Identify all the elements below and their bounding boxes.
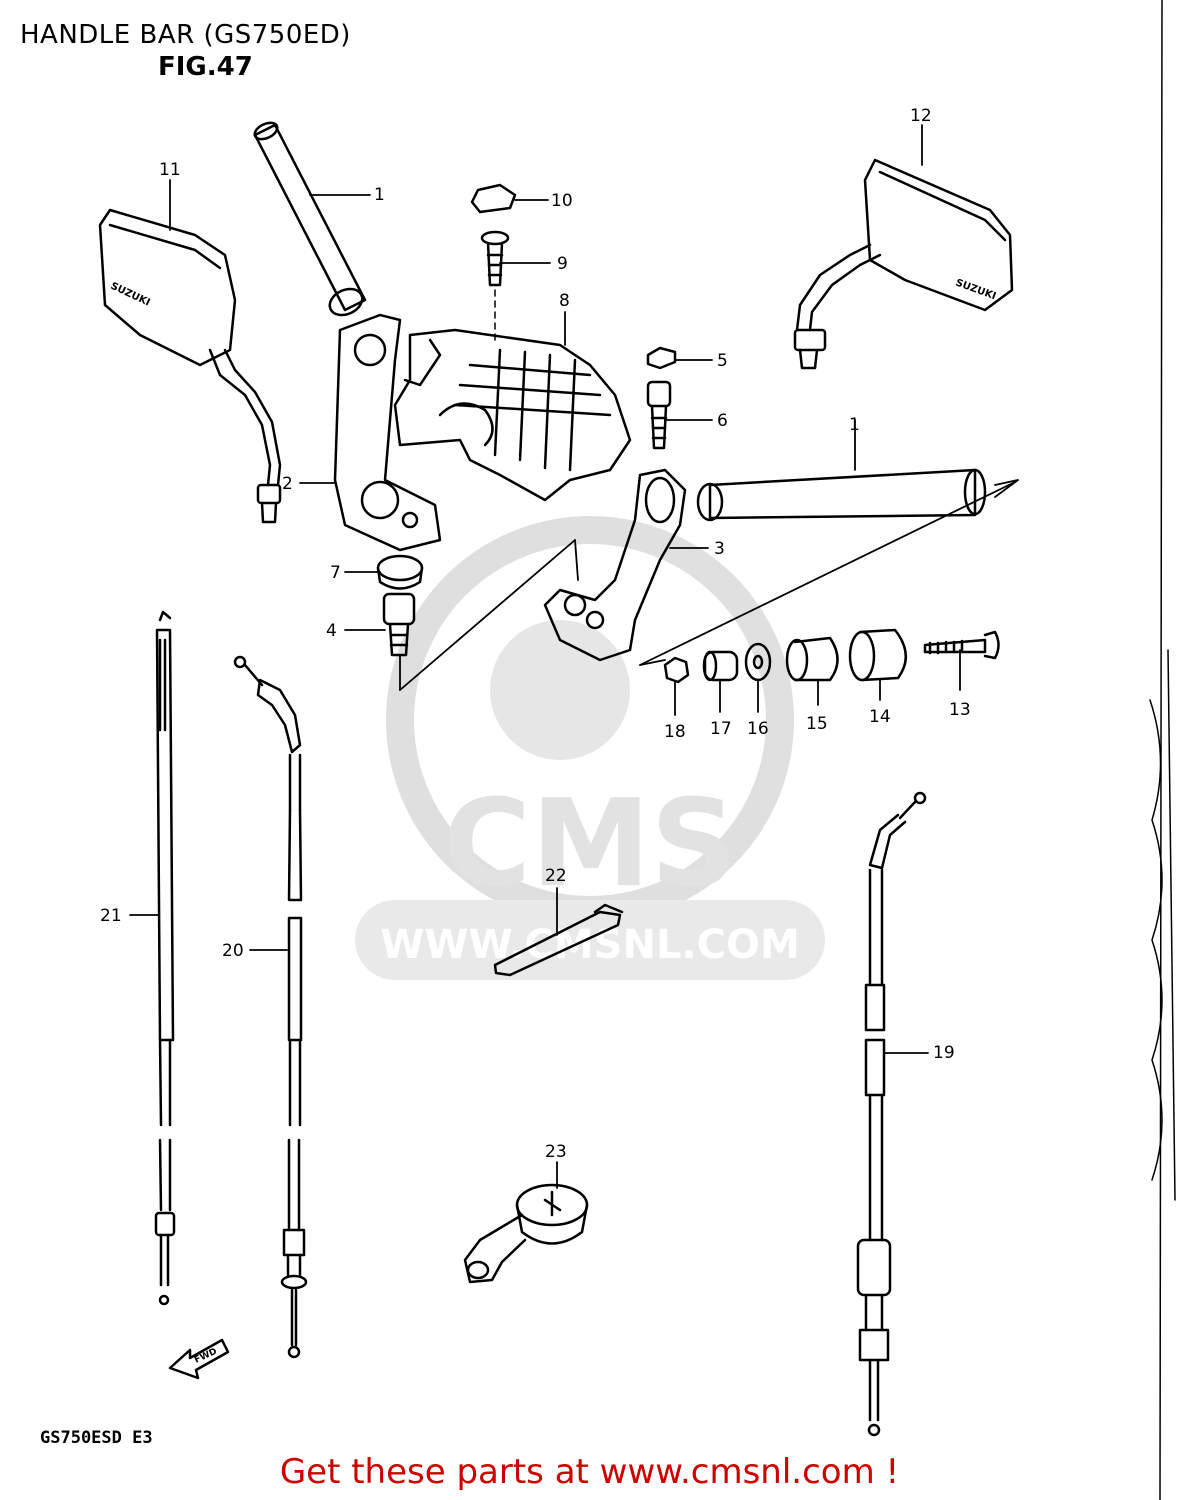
drawing: [98, 0, 1176, 1500]
callout-4: 4: [326, 621, 337, 641]
margin-marks: [1149, 0, 1176, 1500]
callout-14: 14: [869, 707, 891, 727]
callout-9: 9: [557, 254, 568, 274]
callout-10: 10: [551, 191, 573, 211]
callout-21: 21: [100, 906, 122, 926]
callout-12: 12: [910, 106, 932, 126]
callout-23: 23: [545, 1142, 567, 1162]
cable-19: [856, 791, 927, 1437]
reference-lines: [399, 479, 1019, 691]
callout-18: 18: [664, 722, 686, 742]
handlebar-holder-left: [333, 313, 442, 552]
bar-end-assembly: [663, 628, 1000, 684]
callout-1-right: 1: [849, 415, 860, 435]
page-title: HANDLE BAR (GS750ED): [20, 20, 351, 50]
part-callouts: 1 1 2 3 4 5 6 7 8 9 10 11 12 13 14 15 16…: [100, 106, 971, 1162]
callout-5: 5: [717, 351, 728, 371]
bolt-4: [382, 592, 416, 657]
cap-5: [646, 346, 677, 370]
cable-20: [233, 655, 308, 1359]
cap-10: [470, 183, 517, 214]
callout-1-left: 1: [374, 185, 385, 205]
handlebar-holder-right: [543, 468, 687, 662]
handlebar-center-plate: [393, 328, 632, 502]
mirror-right-brand: SUZUKI: [954, 277, 997, 302]
mirror-left: [98, 208, 282, 524]
callout-16: 16: [747, 719, 769, 739]
callout-17: 17: [710, 719, 732, 739]
cap-7: [376, 554, 424, 590]
model-code: GS750ESD E3: [40, 1428, 153, 1448]
watermark-brand: CMS: [443, 775, 737, 914]
callout-19: 19: [933, 1043, 955, 1063]
strap-22: [493, 903, 624, 977]
callout-2: 2: [282, 474, 293, 494]
callout-15: 15: [806, 714, 828, 734]
callout-22: 22: [545, 866, 567, 886]
fitting-23: [463, 1183, 589, 1284]
screw-9: [480, 230, 510, 346]
handlebar-tube-right: [696, 468, 987, 522]
figure-label: FIG.47: [158, 52, 253, 82]
fwd-arrow: [168, 1338, 230, 1380]
bolt-6: [646, 380, 672, 450]
callout-7: 7: [330, 563, 341, 583]
footer-parts-link[interactable]: Get these parts at www.cmsnl.com !: [279, 1452, 900, 1492]
callout-6: 6: [717, 411, 728, 431]
mirror-left-brand: SUZUKI: [109, 281, 152, 309]
handlebar-tube-left: [253, 121, 367, 317]
callout-11: 11: [159, 160, 181, 180]
mirror-right: [793, 158, 1014, 370]
callout-20: 20: [222, 941, 244, 961]
callout-3: 3: [714, 539, 725, 559]
callout-leaders: [129, 124, 961, 1189]
cable-21: [154, 610, 176, 1306]
watermark-site: WWW.CMSNL.COM: [380, 922, 800, 968]
watermark: CMS WWW.CMSNL.COM: [355, 516, 825, 980]
callout-8: 8: [559, 291, 570, 311]
callout-13: 13: [949, 700, 971, 720]
